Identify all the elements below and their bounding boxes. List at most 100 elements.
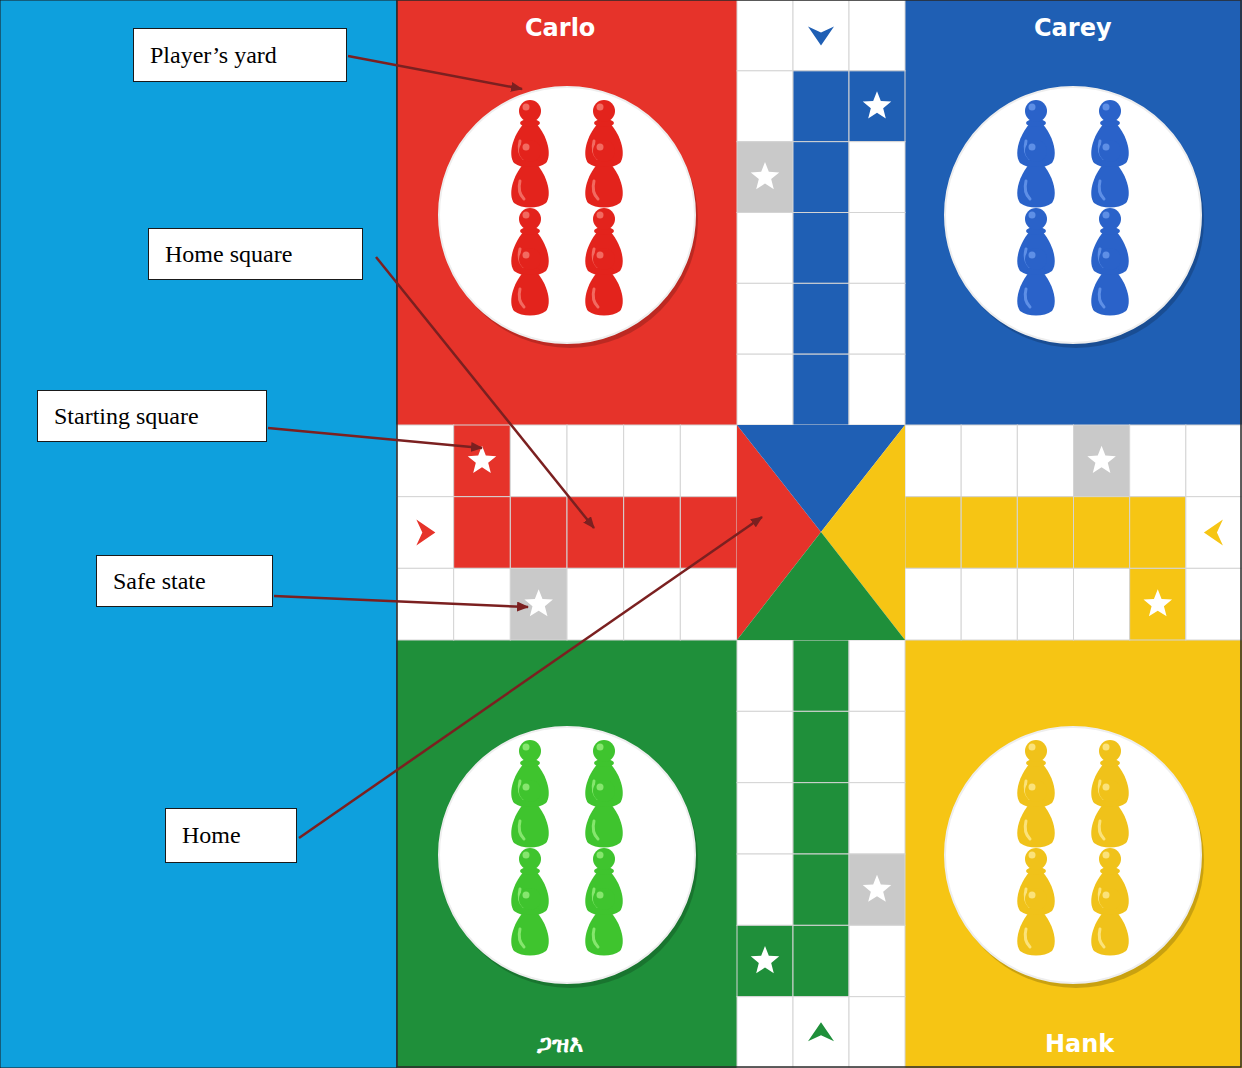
track-square [1130,497,1186,569]
pawn [1017,208,1055,276]
track-square [737,997,793,1068]
yard-square [397,0,737,425]
star-symbol [863,875,892,902]
track-square [1017,497,1073,569]
pawn-head [519,100,541,122]
pawn [511,780,549,848]
star-symbol [751,946,780,973]
pawn [585,740,623,808]
pawn-head [519,888,541,910]
player-yard [905,640,1242,1068]
yard-square [905,0,1242,425]
pawn [1017,740,1055,808]
pawn-highlight [1029,744,1036,751]
track-square [454,497,511,569]
pawn-head [1025,780,1047,802]
pawn-body [585,763,623,808]
track-square [849,925,905,996]
pawn-highlight [1029,852,1036,859]
track-square [737,142,793,213]
track-square [793,783,849,854]
track-square [1074,568,1130,640]
pawn-head [593,248,615,270]
track-square [737,0,793,71]
track-square [624,497,681,569]
track-square [737,854,793,925]
player-name: Carlo [525,14,595,42]
pawn-group [511,740,623,956]
pawn-body [1091,911,1129,956]
star-symbol [1087,446,1116,473]
pawn-highlight [1029,252,1036,259]
pawn-highlight [1029,212,1036,219]
pawn-body [585,871,623,916]
pawn-head [593,100,615,122]
pawn [1091,848,1129,916]
pawn-body [511,231,549,276]
pawn [511,740,549,808]
track-square [1130,568,1186,640]
track-square [737,213,793,284]
direction-arrow [1204,520,1223,546]
pawn-highlight [519,821,524,839]
star-symbol [524,589,553,616]
pawn-highlight [523,212,530,219]
track-square [680,568,737,640]
player-yard [905,0,1242,425]
pawn-highlight [593,929,598,947]
pawn [1017,248,1055,316]
track-square [849,213,905,284]
track-square [793,142,849,213]
pawn-body [585,911,623,956]
yard-square [905,640,1242,1068]
pawn-head [1025,888,1047,910]
pawn-highlight [1103,104,1110,111]
pawn-head [1025,140,1047,162]
pawn-highlight [1103,252,1110,259]
track-square [510,568,567,640]
star-symbol [863,91,892,118]
pawn-body [585,123,623,168]
track-square [793,213,849,284]
pawn-highlight [1029,144,1036,151]
pawn [1017,780,1055,848]
side-panel [0,0,397,1068]
pawn-body [511,763,549,808]
pawn-head [519,740,541,762]
track-square [737,783,793,854]
pawn-highlight [523,784,530,791]
callout-text: Safe state [113,568,206,595]
leader-line [299,517,762,838]
pawn-body [511,271,549,316]
track-square [793,925,849,996]
pawn-highlight [1103,744,1110,751]
pawn-body [511,123,549,168]
player-name: Carey [1034,14,1112,42]
track-square [624,425,681,497]
direction-arrow [416,520,435,546]
pawn [1091,140,1129,208]
pawn-body [585,271,623,316]
track-square [737,71,793,142]
pawn-head [519,848,541,870]
pawn-highlight [523,852,530,859]
pawn [585,848,623,916]
leader-line [268,428,482,448]
pawn-head [593,140,615,162]
pawn-head [1025,848,1047,870]
pawn-body [511,163,549,208]
track-square [849,997,905,1068]
pawn-body [511,911,549,956]
track-square [624,568,681,640]
pawn-head [519,140,541,162]
track-square [849,71,905,142]
track-square [793,711,849,782]
pawn-body [1091,871,1129,916]
pawn-body [1017,803,1055,848]
pawn [585,888,623,956]
track-square [1074,497,1130,569]
track-square [737,354,793,425]
track-square [1186,425,1242,497]
pawn-highlight [1099,821,1104,839]
pawn-highlight [519,289,524,307]
